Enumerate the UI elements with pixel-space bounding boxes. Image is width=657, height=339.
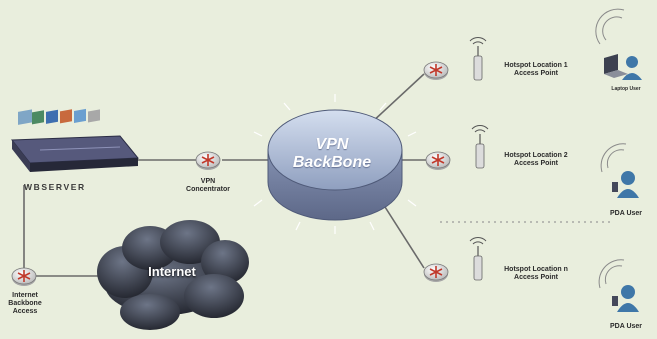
internet-access-line2: Backbone <box>8 300 42 308</box>
link-backbone-hotspot1 <box>369 73 425 125</box>
internet-backbone-access-label: Internet Backbone Access <box>0 292 50 316</box>
hotspot1-line2: Access Point <box>514 70 558 78</box>
internet-access-line1: Internet <box>12 292 38 299</box>
pda-user-icon-1 <box>612 171 639 198</box>
laptop-user-icon <box>604 54 642 80</box>
router-icon-hotspotn <box>423 263 449 282</box>
pda-user-label-2: PDA User <box>609 323 643 330</box>
hotspot2-line1: Hotspot Location 2 <box>504 152 568 159</box>
wifi-signal-icon <box>595 8 627 289</box>
link-backbone-hotspotn <box>377 195 425 269</box>
server-label: WBSERVER <box>24 182 86 192</box>
hotspotn-line1: Hotspot Location n <box>504 266 568 273</box>
laptop-user-label: Laptop User <box>611 86 641 92</box>
router-icon-hotspot2 <box>425 151 451 170</box>
hotspot2-line2: Access Point <box>514 160 558 168</box>
access-point-icon-1 <box>469 37 487 81</box>
router-icon-concentrator <box>195 151 221 170</box>
hotspot1-label: Hotspot Location 1 Access Point <box>490 62 582 78</box>
access-point-icon-2 <box>471 125 489 169</box>
router-icon-hotspot1 <box>423 61 449 80</box>
network-links <box>23 73 426 277</box>
hotspotn-line2: Access Point <box>514 274 558 282</box>
server-icon <box>11 135 140 172</box>
router-icon-internet-access <box>11 267 37 286</box>
application-icons <box>18 108 100 125</box>
hotspotn-label: Hotspot Location n Access Point <box>490 266 582 282</box>
vpn-concentrator-line2: Concentrator <box>186 186 230 194</box>
internet-access-line3: Access <box>12 308 38 316</box>
vpn-backbone-line1: VPN <box>315 136 349 153</box>
hotspot2-label: Hotspot Location 2 Access Point <box>490 152 582 168</box>
pda-user-label-1: PDA User <box>609 210 643 217</box>
vpn-backbone-line2: BackBone <box>292 154 372 172</box>
pda-user-icon-2 <box>612 285 639 312</box>
vpn-backbone-label: VPN BackBone <box>262 136 402 173</box>
hotspot1-line1: Hotspot Location 1 <box>504 62 568 69</box>
access-point-icon-n <box>469 237 487 281</box>
vpn-backbone-disc <box>253 94 417 234</box>
cloud-icon <box>97 220 249 330</box>
vpn-concentrator-label: VPN Concentrator <box>172 178 244 194</box>
vpn-concentrator-line1: VPN <box>200 178 216 185</box>
internet-label: Internet <box>148 264 196 279</box>
